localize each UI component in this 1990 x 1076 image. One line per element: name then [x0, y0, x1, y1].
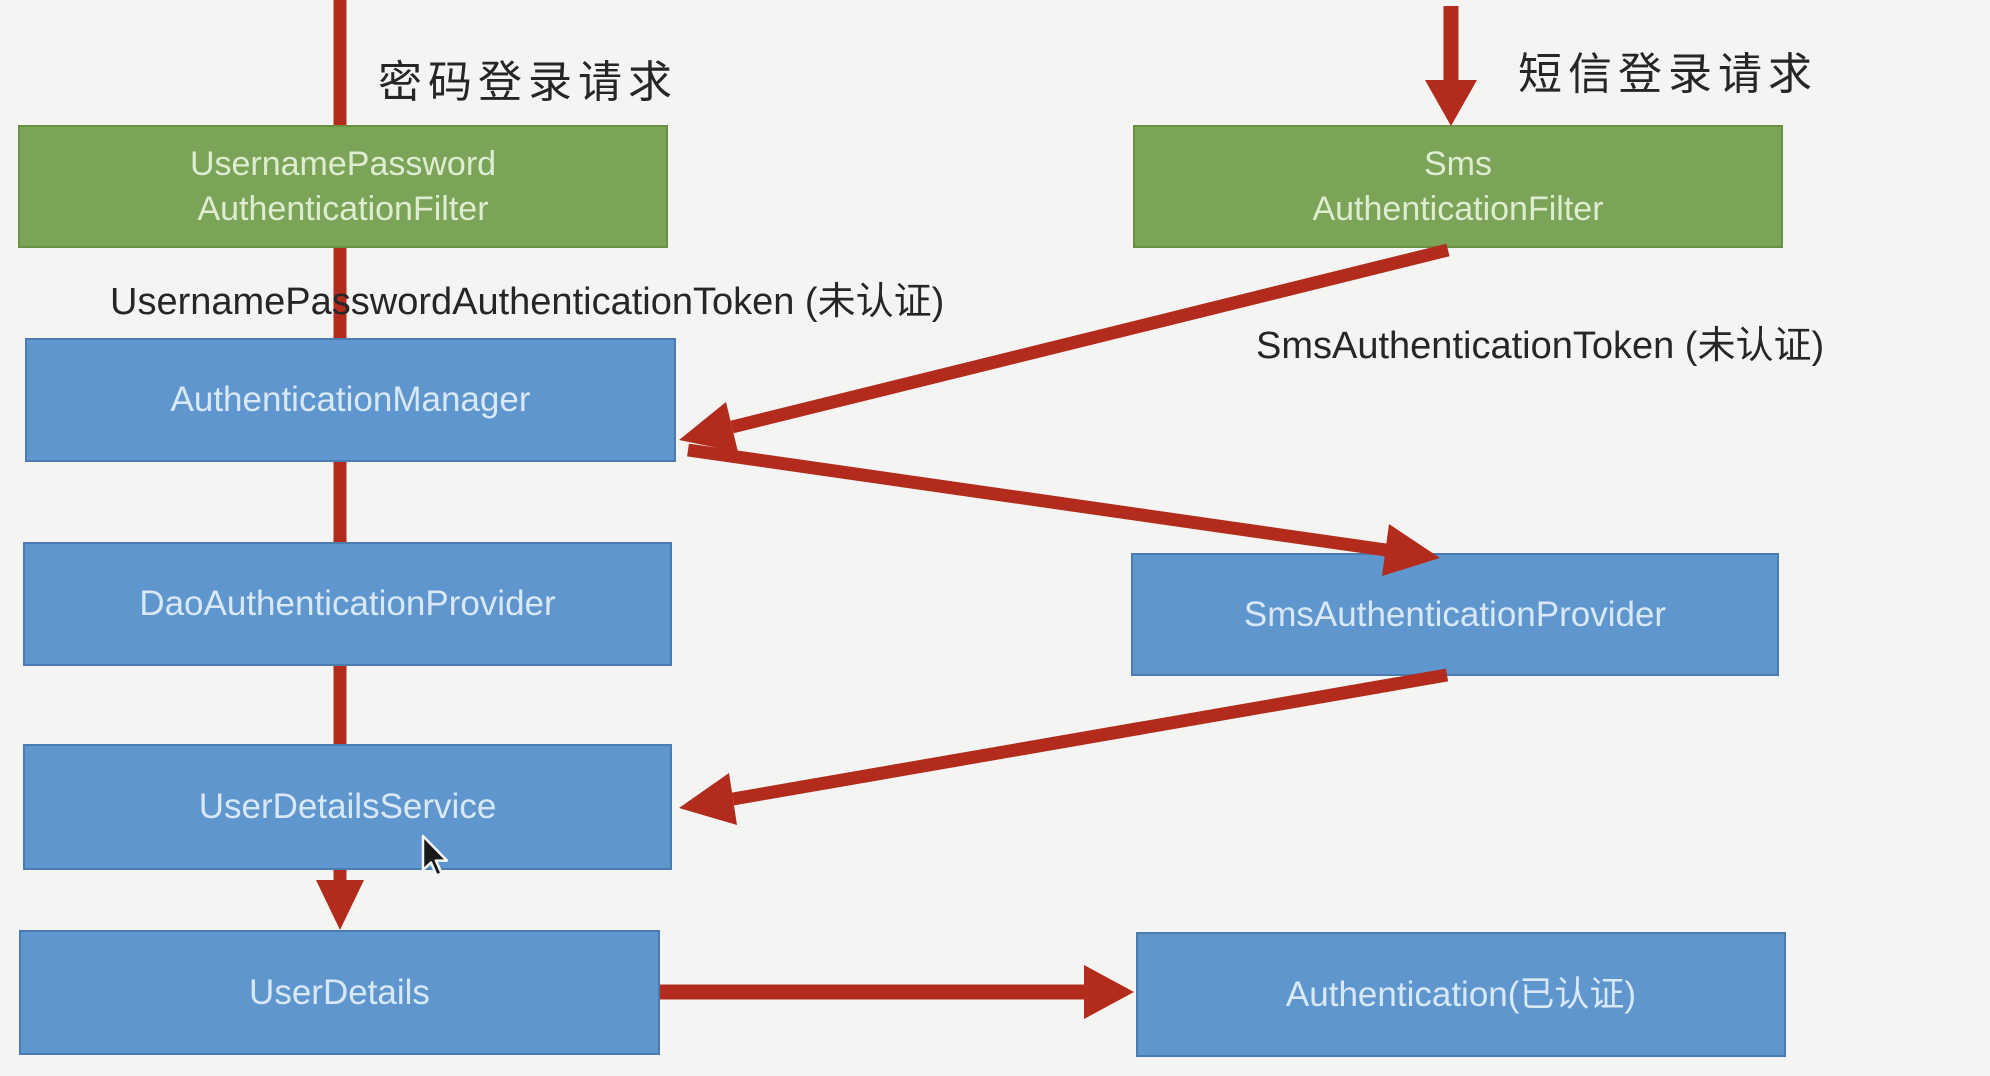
- label-sms-authentication-token: SmsAuthenticationToken (未认证): [1256, 325, 1825, 367]
- node-sms-filter: Sms AuthenticationFilter: [1133, 125, 1783, 248]
- node-username-password-filter: UsernamePassword AuthenticationFilter: [18, 125, 668, 248]
- node-authentication-authenticated: Authentication(已认证): [1136, 932, 1786, 1057]
- node-label: UserDetails: [249, 972, 430, 1012]
- node-user-details-service: UserDetailsService: [23, 744, 672, 870]
- node-label: AuthenticationFilter: [1312, 189, 1604, 228]
- arrow-sms-provider-to-user-details-service: [679, 668, 1449, 825]
- node-label: SmsAuthenticationProvider: [1243, 594, 1667, 634]
- node-label: UsernamePassword: [189, 144, 497, 183]
- label-username-password-authentication-token: UsernamePasswordAuthenticationToken (未认证…: [110, 281, 945, 323]
- node-label: AuthenticationFilter: [197, 189, 489, 228]
- node-label: Authentication(已认证): [1285, 974, 1637, 1014]
- node-sms-authentication-provider: SmsAuthenticationProvider: [1131, 553, 1779, 676]
- node-authentication-manager: AuthenticationManager: [25, 338, 676, 462]
- node-user-details: UserDetails: [19, 930, 660, 1055]
- sms-request-down-arrow: [1425, 6, 1477, 126]
- label-password-login-request: 密码登录请求: [378, 58, 678, 107]
- node-label: UserDetailsService: [198, 787, 497, 827]
- node-dao-authentication-provider: DaoAuthenticationProvider: [23, 542, 672, 666]
- label-sms-login-request: 短信登录请求: [1518, 50, 1818, 99]
- node-label: DaoAuthenticationProvider: [139, 584, 556, 624]
- arrow-user-details-to-authentication: [660, 965, 1134, 1019]
- node-label: Sms: [1424, 144, 1492, 183]
- node-label: AuthenticationManager: [170, 380, 531, 420]
